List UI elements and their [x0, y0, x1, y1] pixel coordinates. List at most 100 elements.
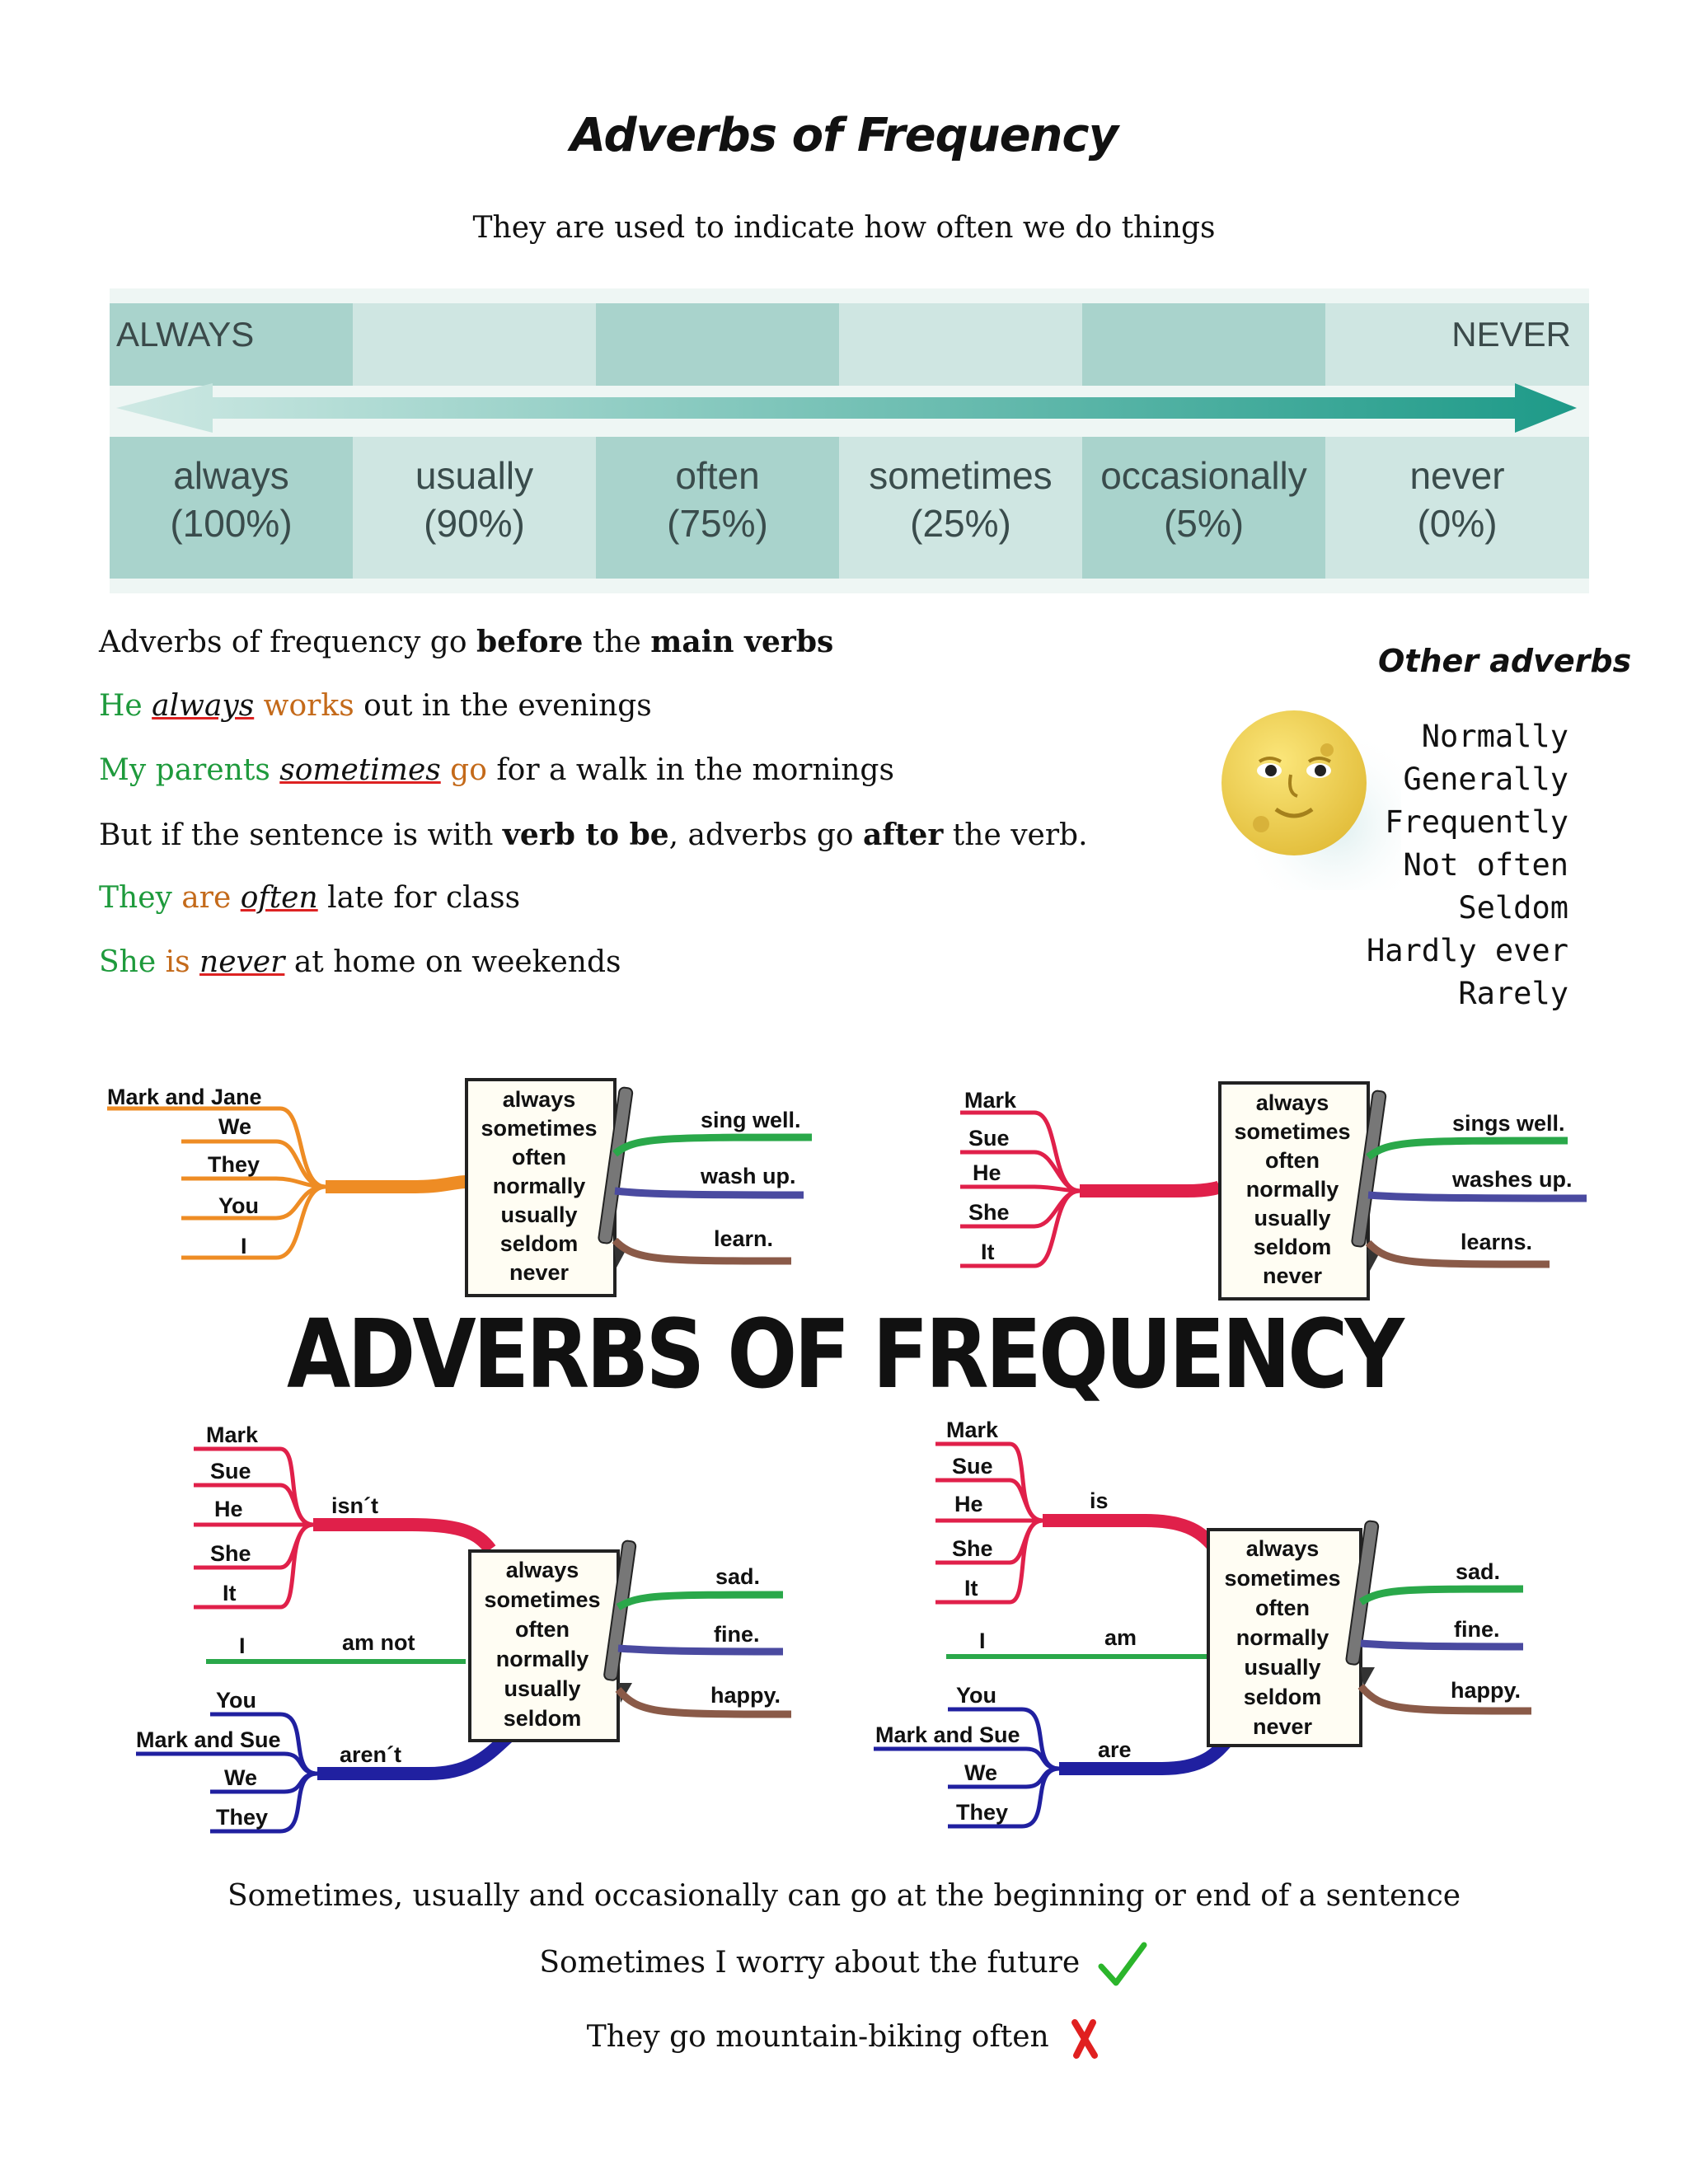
mind-map-adverb: normally — [496, 1647, 589, 1671]
mind-map-adverb: usually — [1244, 1655, 1320, 1680]
example-sentence: My parents sometimes go for a walk in th… — [99, 753, 894, 787]
mind-map-verb: sing well. — [701, 1108, 801, 1132]
mind-map-subject: I — [241, 1234, 247, 1258]
pen-icon — [1345, 1520, 1380, 1688]
example-sentence: She is never at home on weekends — [99, 945, 621, 979]
example-sentence: He always works out in the evenings — [99, 689, 652, 723]
mind-map-subject: They — [208, 1152, 260, 1177]
mind-map-adverb: always — [1256, 1090, 1329, 1115]
page-subtitle: They are used to indicate how often we d… — [472, 211, 1216, 245]
scale-right-label: NEVER — [1451, 315, 1571, 354]
mind-map-subject: Mark and Sue — [875, 1722, 1020, 1747]
mind-map-adverb: sometimes — [1224, 1566, 1340, 1591]
mind-map-subject: Sue — [952, 1454, 993, 1479]
mind-map-subject: It — [981, 1240, 995, 1264]
mind-map-adverb: seldom — [1254, 1235, 1332, 1259]
poster-title: ADVERBS OF FREQUENCY — [287, 1299, 1404, 1410]
rule-after-verb-to-be: But if the sentence is with verb to be, … — [99, 818, 1088, 852]
mind-map-adverb: normally — [493, 1174, 586, 1198]
page-title: Adverbs of Frequency — [570, 109, 1118, 162]
mind-map-subject: He — [214, 1497, 243, 1521]
mind-map-adverb: normally — [1236, 1625, 1329, 1650]
mind-map-adjective: sad. — [1456, 1559, 1500, 1584]
scale-item: sometimes(25%) — [869, 454, 1053, 545]
mind-map-subject: They — [216, 1805, 268, 1830]
mind-map-adverb: seldom — [1244, 1685, 1322, 1709]
mind-map-subject: You — [218, 1193, 259, 1218]
mind-map-subject: Mark and Jane — [107, 1085, 262, 1109]
other-adverb-item: Generally — [1403, 762, 1568, 797]
incorrect-example: They go mountain-biking often — [0, 2018, 1688, 2060]
mind-map-adjective: happy. — [1451, 1678, 1521, 1703]
mind-map-verb: learn. — [714, 1226, 773, 1251]
other-adverb-item: Not often — [1403, 847, 1568, 883]
cross-icon — [1071, 2019, 1099, 2059]
mind-map-adjective: fine. — [1454, 1617, 1500, 1642]
mind-map-subject: Mark — [206, 1422, 259, 1447]
mind-map-subject: They — [956, 1800, 1008, 1825]
rule-before-main-verbs: Adverbs of frequency go before the main … — [99, 625, 834, 659]
scale-arrow — [116, 383, 1577, 433]
mind-map-adverb: seldom — [504, 1706, 582, 1731]
mind-map-adverb: often — [1255, 1596, 1310, 1620]
mind-map-diagrams: Mark and Jane We They You I always somet… — [107, 1078, 1587, 1834]
mind-map-verb: sings well. — [1452, 1111, 1565, 1136]
mind-map-subject: Mark — [964, 1088, 1017, 1113]
mind-map-adverb: never — [1263, 1263, 1323, 1288]
moon-face-icon — [1221, 710, 1401, 890]
mind-map-verb: wash up. — [700, 1164, 796, 1188]
checkmark-icon — [1098, 1942, 1147, 1986]
mind-map-adverb: always — [503, 1087, 576, 1112]
mind-map-adverb: never — [1253, 1714, 1313, 1739]
mind-map-subject: I — [979, 1629, 986, 1653]
mind-map-subject: She — [952, 1536, 993, 1561]
mind-map-verb: am not — [342, 1630, 415, 1655]
mind-map-adverb: usually — [504, 1676, 580, 1701]
mind-map-adverb: normally — [1246, 1177, 1339, 1202]
mind-map-verb: washes up. — [1451, 1167, 1573, 1192]
mind-map-adverb: usually — [500, 1202, 577, 1227]
mind-map-subject: We — [964, 1760, 997, 1785]
mind-map-negative-to-be: Mark Sue He She It I You Mark and Sue We… — [136, 1422, 792, 1834]
mind-map-subject: He — [954, 1492, 983, 1516]
mind-map-subject: Mark — [946, 1418, 999, 1442]
mind-map-subject: We — [218, 1114, 251, 1139]
mind-map-subject: It — [964, 1576, 978, 1601]
correct-example: Sometimes I worry about the future — [0, 1940, 1688, 1990]
mind-map-adverb: often — [515, 1617, 570, 1642]
mind-map-adverb: sometimes — [481, 1116, 597, 1141]
mind-map-verb: is — [1090, 1488, 1109, 1513]
scale-item: always(100%) — [170, 454, 293, 545]
mind-map-adverb: never — [509, 1260, 570, 1285]
mind-map-verb: am — [1104, 1625, 1137, 1650]
mind-map-adverb: always — [1246, 1536, 1320, 1561]
mind-map-subject: We — [224, 1765, 257, 1790]
scale-item: often(75%) — [667, 454, 768, 545]
other-adverb-item: Normally — [1421, 719, 1568, 754]
mind-map-subject: Sue — [210, 1459, 251, 1483]
mind-map-subject: You — [956, 1683, 996, 1708]
mind-map-adverb: often — [1265, 1148, 1320, 1173]
other-adverb-item: Frequently — [1385, 804, 1568, 840]
mind-map-subject: I — [239, 1633, 246, 1658]
frequency-scale: ALWAYS NEVER always(100%) usually(90%) o… — [110, 288, 1589, 593]
mind-map-plural-present: Mark and Jane We They You I always somet… — [107, 1078, 813, 1297]
mind-map-subject: Sue — [968, 1126, 1010, 1151]
mind-map-adverb: sometimes — [1234, 1119, 1350, 1144]
mind-map-subject: He — [973, 1160, 1001, 1185]
other-adverb-item: Hardly ever — [1366, 933, 1568, 968]
other-adverb-item: Seldom — [1458, 890, 1568, 926]
mind-map-third-person-present: Mark Sue He She It always sometimes ofte… — [960, 1081, 1587, 1301]
mind-map-adverb: usually — [1254, 1206, 1330, 1230]
mind-map-subject: She — [968, 1200, 1010, 1225]
mind-map-subject: You — [216, 1688, 256, 1713]
mind-map-adjective: sad. — [715, 1564, 760, 1589]
mind-map-subject: Mark and Sue — [136, 1727, 281, 1752]
other-adverb-item: Rarely — [1458, 976, 1568, 1011]
mind-map-verb: learns. — [1461, 1230, 1532, 1254]
mind-map-verb: isn´t — [331, 1493, 378, 1518]
mind-map-adverb: always — [506, 1558, 579, 1582]
position-note: Sometimes, usually and occasionally can … — [227, 1879, 1461, 1913]
mind-map-adverb: often — [512, 1145, 566, 1169]
mind-map-adverb: sometimes — [484, 1587, 600, 1612]
